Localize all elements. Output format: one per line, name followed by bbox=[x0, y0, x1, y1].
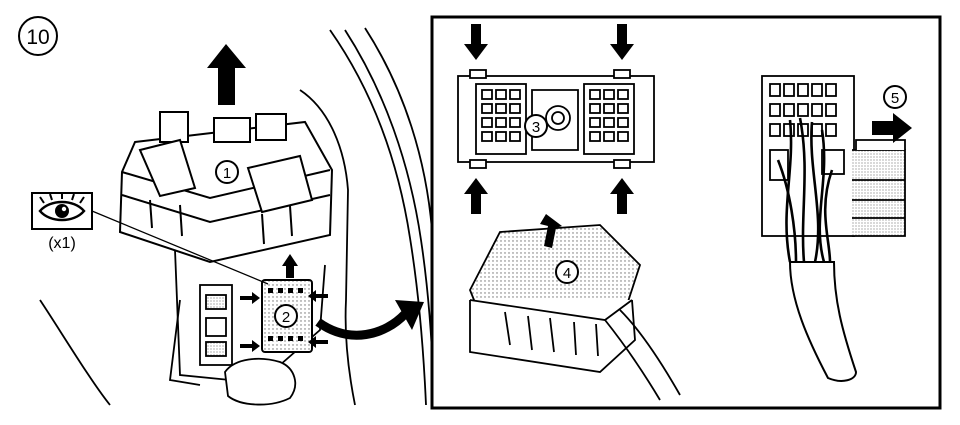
callout-4: 4 bbox=[555, 260, 579, 284]
lift-arrow-up bbox=[207, 44, 246, 105]
wire-harness bbox=[776, 117, 834, 263]
connector-2-arrow-up bbox=[282, 254, 298, 278]
step-number: 10 bbox=[18, 16, 58, 56]
svg-text:5: 5 bbox=[891, 90, 899, 107]
vehicle-body-outline bbox=[39, 27, 435, 406]
svg-text:2: 2 bbox=[282, 309, 290, 326]
inspect-count-label: (x1) bbox=[48, 235, 76, 252]
step-number-label: 10 bbox=[26, 26, 49, 49]
svg-text:4: 4 bbox=[563, 265, 571, 282]
connector-2-arrow-left-top bbox=[240, 292, 260, 304]
fuse-box-cover bbox=[118, 111, 334, 264]
callout-2: 2 bbox=[274, 304, 298, 328]
svg-text:3: 3 bbox=[532, 119, 540, 136]
visual-inspection-marker: (x1) bbox=[31, 192, 269, 285]
callout-1: 1 bbox=[215, 160, 239, 184]
wire-sleeve bbox=[788, 261, 858, 382]
connector-4-arrow-up bbox=[540, 214, 562, 248]
eye-icon bbox=[38, 192, 86, 222]
connector-2-arrow-left-bottom bbox=[240, 340, 260, 352]
press-arrow-top-left bbox=[464, 24, 488, 60]
callout-3: 3 bbox=[524, 114, 548, 138]
connector-5-arrow-right bbox=[872, 113, 912, 143]
connector-4 bbox=[469, 224, 681, 401]
press-arrow-bottom-left bbox=[464, 178, 488, 214]
press-arrow-bottom-right bbox=[610, 178, 634, 214]
detail-transfer-arrow bbox=[315, 310, 409, 340]
callout-5: 5 bbox=[883, 85, 907, 109]
connector-2-arrow-right-top bbox=[308, 290, 328, 302]
connector-5 bbox=[761, 75, 906, 237]
connector-2-arrow-right-bottom bbox=[308, 336, 328, 348]
press-arrow-top-right bbox=[610, 24, 634, 60]
svg-text:1: 1 bbox=[223, 165, 231, 182]
connector-3 bbox=[457, 69, 655, 169]
